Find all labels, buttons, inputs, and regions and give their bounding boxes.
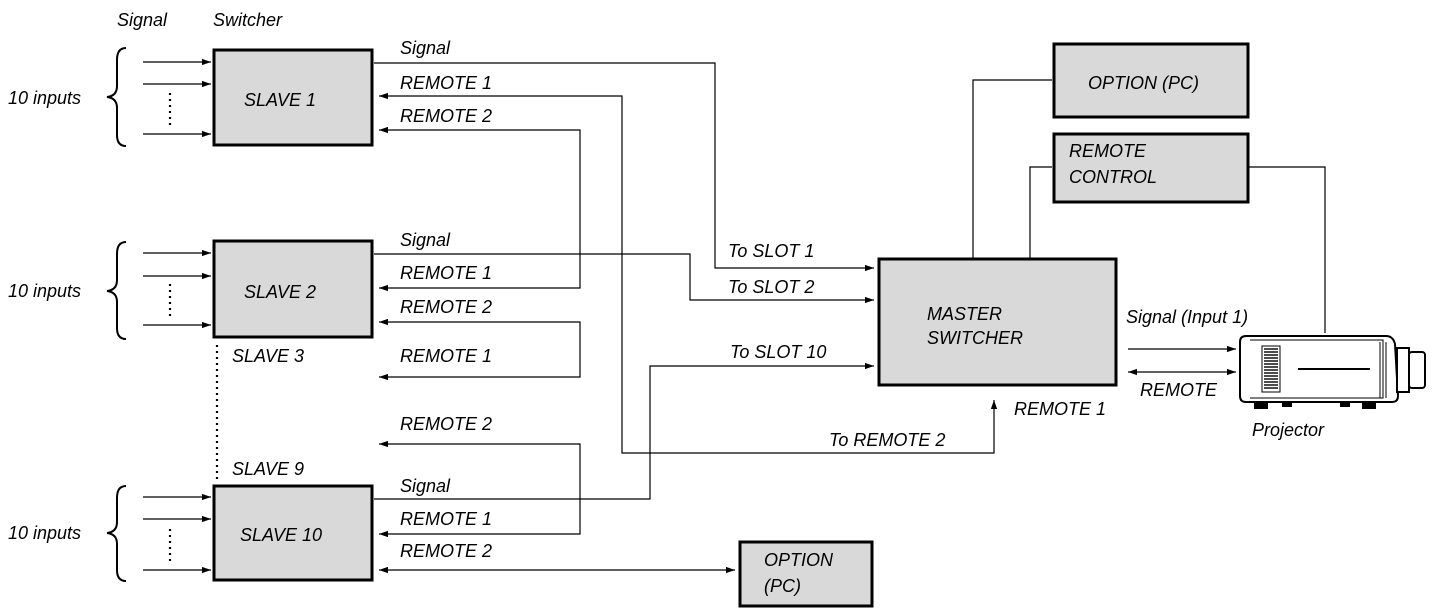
wire-master-remote-control [1029, 166, 1052, 259]
slave-10-inputs-brace [106, 485, 127, 582]
option-pc-bottom-box [738, 540, 874, 608]
master-switcher-box [877, 257, 1118, 387]
option-pc-top-label: OPTION (PC) [1088, 73, 1199, 93]
slave-2-inputs-label: 10 inputs [8, 281, 81, 301]
wire-slave10-signal [374, 362, 874, 500]
wire-remote-control-projector [1249, 166, 1326, 333]
option-pc-bottom-label-line1: OPTION [764, 550, 834, 570]
slave-1-inputs-brace [106, 47, 127, 147]
option-pc-top-box [1052, 42, 1250, 119]
wire-slave2-remote2 [379, 318, 581, 381]
slave-2-remote2-label: REMOTE 2 [400, 297, 492, 317]
slave-10-signal-label: Signal [400, 476, 451, 496]
slave-1-remote2-label: REMOTE 2 [400, 106, 492, 126]
slave-1-inputs-label: 10 inputs [8, 88, 81, 108]
slave-9-remote2-label: REMOTE 2 [400, 414, 492, 434]
slave-2-remote1-label: REMOTE 1 [400, 263, 492, 283]
master-switcher-label-line2: SWITCHER [927, 328, 1023, 348]
option-pc-top-group: OPTION (PC) [1052, 42, 1250, 119]
remote-control-group: REMOTE CONTROL [1052, 132, 1250, 204]
master-remote1-label: REMOTE 1 [1014, 399, 1106, 419]
master-switcher-group: MASTER SWITCHER REMOTE 1 [877, 257, 1118, 419]
wire-slave1-remote2 [379, 126, 581, 292]
slave-1-signal-label: Signal [400, 38, 451, 58]
slave-1-label: SLAVE 1 [244, 90, 316, 110]
slave-10-remote1-label: REMOTE 1 [400, 509, 492, 529]
wire-slave2-signal [374, 253, 874, 304]
slave-3-label: SLAVE 3 [232, 346, 304, 366]
slave-10-group: 10 inputs SLAVE 10 Signal REMOTE 1 REMOT… [8, 476, 492, 582]
remote-control-label-line1: REMOTE [1069, 141, 1147, 161]
slave-10-label: SLAVE 10 [240, 525, 322, 545]
header-signal-label: Signal [117, 10, 168, 30]
projector-label: Projector [1252, 420, 1325, 440]
slave-2-group: 10 inputs SLAVE 2 Signal REMOTE 1 REMOTE… [8, 230, 492, 340]
wire-slave9-remote2 [379, 440, 581, 538]
remote-control-label-line2: CONTROL [1069, 167, 1157, 187]
projector-icon [1239, 335, 1426, 409]
slave-9-label: SLAVE 9 [232, 459, 304, 479]
projector-remote-label: REMOTE [1140, 380, 1218, 400]
slave-2-signal-label: Signal [400, 230, 451, 250]
to-slot-2-label: To SLOT 2 [728, 277, 814, 297]
slave-2-label: SLAVE 2 [244, 282, 316, 302]
slave-1-remote1-label: REMOTE 1 [400, 73, 492, 93]
header-switcher-label: Switcher [213, 10, 283, 30]
slave-10-remote2-label: REMOTE 2 [400, 541, 492, 561]
slave-1-box [212, 48, 374, 147]
option-pc-bottom-label-line2: (PC) [764, 576, 801, 596]
to-slot-10-label: To SLOT 10 [730, 342, 826, 362]
to-remote-2-label: To REMOTE 2 [829, 430, 945, 450]
slave-2-box [212, 239, 374, 339]
master-switcher-label-line1: MASTER [927, 304, 1002, 324]
slave-3-remote1-label: REMOTE 1 [400, 346, 492, 366]
slave-10-inputs-label: 10 inputs [8, 523, 81, 543]
signal-input-1-label: Signal (Input 1) [1126, 307, 1248, 327]
slave-10-box [212, 484, 374, 582]
slave-2-inputs-brace [106, 241, 127, 340]
wire-master-option [972, 79, 1052, 259]
to-slot-1-label: To SLOT 1 [728, 241, 814, 261]
remote-control-box [1052, 132, 1250, 204]
option-pc-bottom-group: OPTION (PC) [738, 540, 874, 608]
wire-slave1-remote1 [379, 92, 998, 454]
